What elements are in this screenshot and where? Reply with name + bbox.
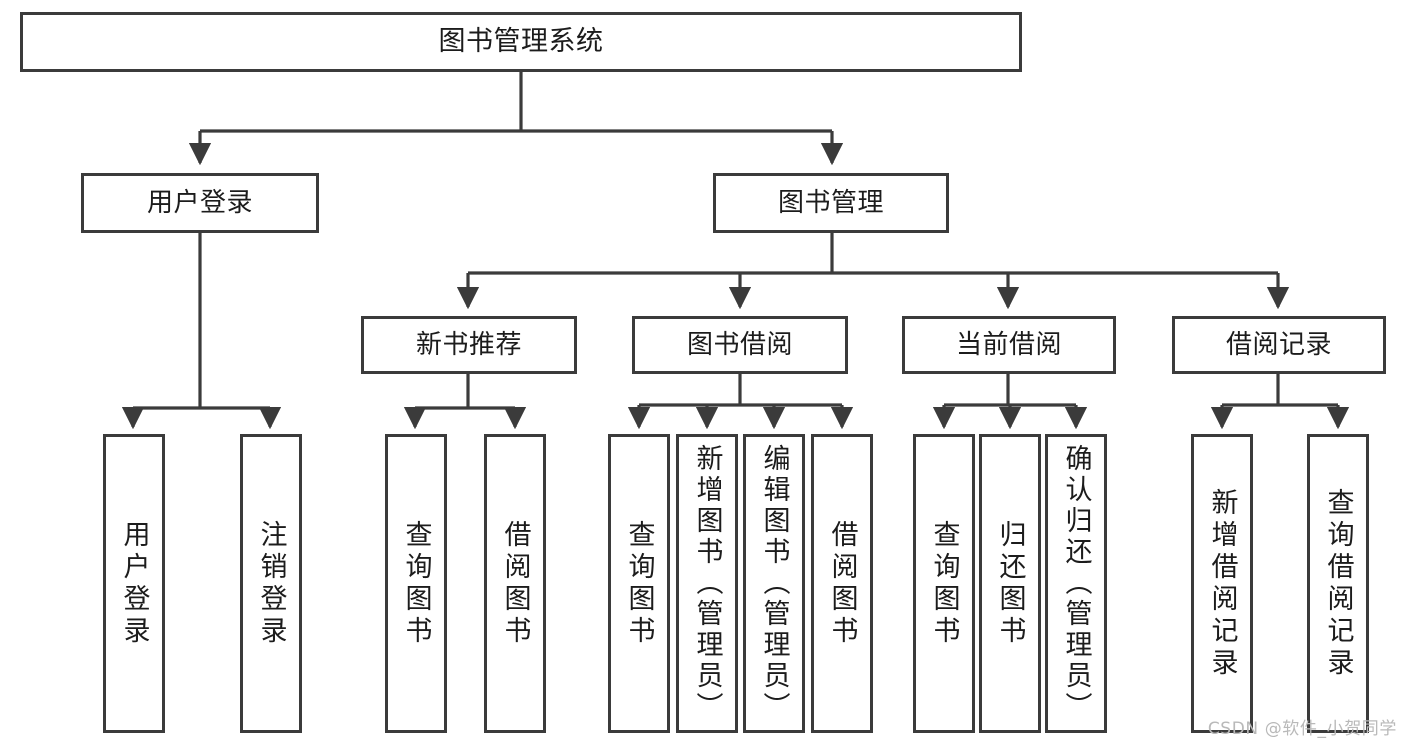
node-user-login[interactable]: 用户登录 (81, 173, 319, 233)
node-leaf-logout-login-label: 注销登录 (255, 519, 287, 648)
node-book-manage[interactable]: 图书管理 (713, 173, 949, 233)
node-leaf-add-book-label: 新增图书（管理员） (691, 444, 723, 723)
node-leaf-query-book-1[interactable]: 查询图书 (385, 434, 447, 733)
node-leaf-query-book-3-label: 查询图书 (928, 519, 960, 648)
node-leaf-borrow-book-1-label: 借阅图书 (499, 519, 531, 648)
node-new-book-recommend-label: 新书推荐 (415, 329, 522, 360)
node-leaf-query-book-3[interactable]: 查询图书 (913, 434, 975, 733)
node-leaf-borrow-book-2[interactable]: 借阅图书 (811, 434, 873, 733)
node-leaf-logout-login[interactable]: 注销登录 (240, 434, 302, 733)
node-leaf-borrow-book-1[interactable]: 借阅图书 (484, 434, 546, 733)
node-book-borrow-label: 图书借阅 (686, 329, 793, 360)
node-user-login-label: 用户登录 (146, 187, 253, 218)
node-leaf-query-book-2[interactable]: 查询图书 (608, 434, 670, 733)
node-leaf-add-book[interactable]: 新增图书（管理员） (676, 434, 738, 733)
node-leaf-confirm-return[interactable]: 确认归还（管理员） (1045, 434, 1107, 733)
node-leaf-return-book-label: 归还图书 (994, 519, 1026, 648)
node-leaf-query-book-1-label: 查询图书 (400, 519, 432, 648)
node-borrow-record[interactable]: 借阅记录 (1172, 316, 1386, 374)
node-root-label: 图书管理系统 (438, 26, 604, 58)
node-book-manage-label: 图书管理 (777, 187, 884, 218)
node-book-borrow[interactable]: 图书借阅 (632, 316, 848, 374)
csdn-watermark: CSDN @软件_小贺同学 (1207, 719, 1397, 739)
node-leaf-return-book[interactable]: 归还图书 (979, 434, 1041, 733)
node-leaf-add-borrow-record-label: 新增借阅记录 (1206, 487, 1238, 680)
node-leaf-user-login[interactable]: 用户登录 (103, 434, 165, 733)
node-leaf-borrow-book-2-label: 借阅图书 (826, 519, 858, 648)
node-current-borrow-label: 当前借阅 (955, 329, 1062, 360)
node-leaf-edit-book[interactable]: 编辑图书（管理员） (743, 434, 805, 733)
node-leaf-add-borrow-record[interactable]: 新增借阅记录 (1191, 434, 1253, 733)
node-new-book-recommend[interactable]: 新书推荐 (361, 316, 577, 374)
node-leaf-confirm-return-label: 确认归还（管理员） (1060, 444, 1092, 723)
node-leaf-user-login-label: 用户登录 (118, 519, 150, 648)
node-leaf-query-borrow-record-label: 查询借阅记录 (1322, 487, 1354, 680)
node-leaf-edit-book-label: 编辑图书（管理员） (758, 444, 790, 723)
node-current-borrow[interactable]: 当前借阅 (902, 316, 1116, 374)
node-borrow-record-label: 借阅记录 (1225, 329, 1332, 360)
node-leaf-query-book-2-label: 查询图书 (623, 519, 655, 648)
node-root[interactable]: 图书管理系统 (20, 12, 1022, 72)
node-leaf-query-borrow-record[interactable]: 查询借阅记录 (1307, 434, 1369, 733)
